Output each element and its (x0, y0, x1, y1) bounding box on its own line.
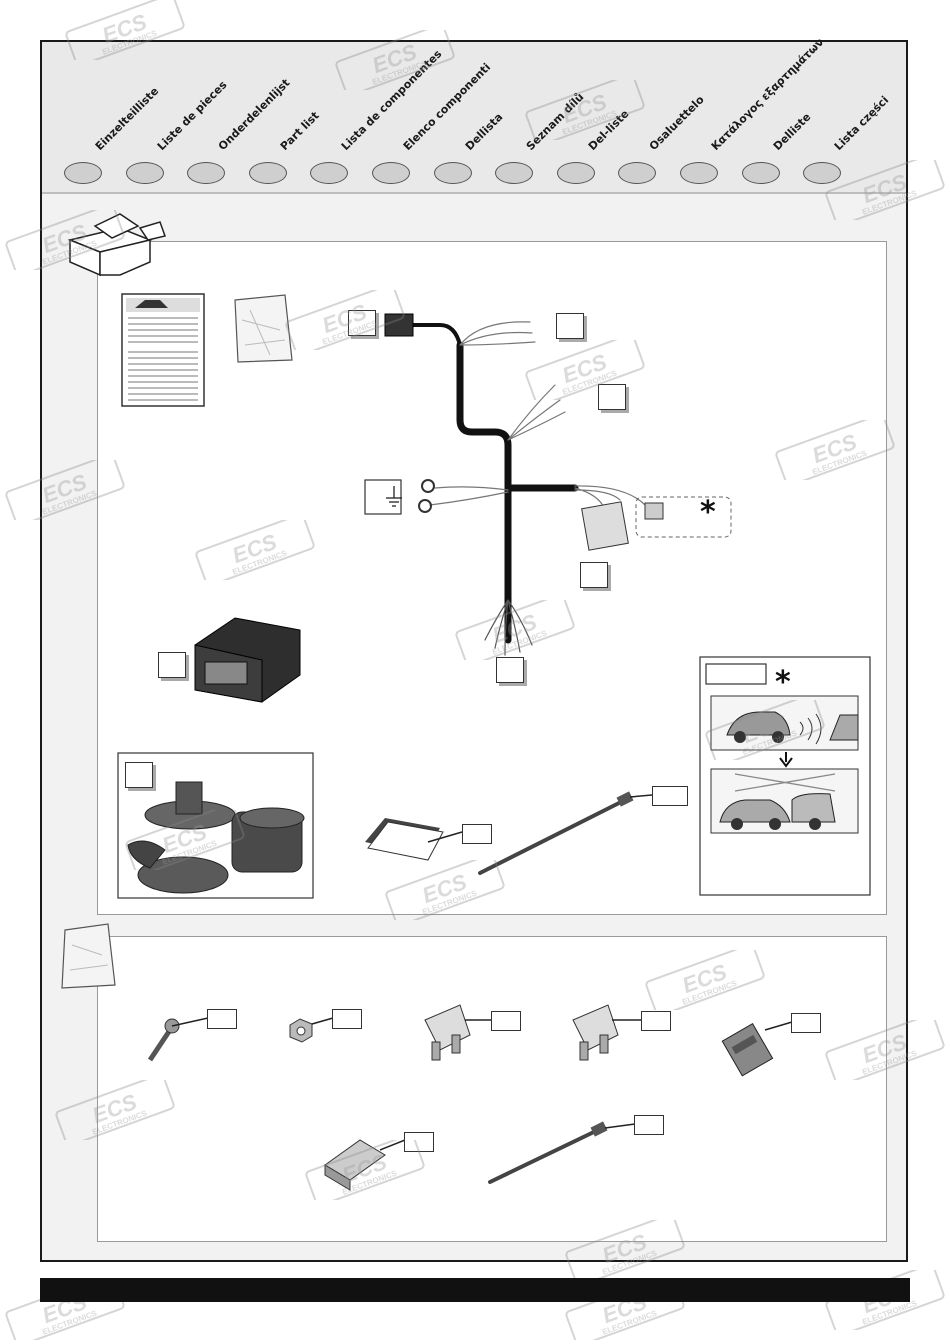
language-checkbox[interactable] (803, 162, 842, 184)
wiring-harness (408, 321, 646, 656)
splice-connector (721, 1022, 774, 1077)
part-number-box (598, 384, 626, 410)
fuse-1 (424, 1004, 471, 1061)
part-tag (491, 1011, 521, 1031)
ground-symbol-icon (364, 479, 402, 515)
language-checkbox[interactable] (680, 162, 718, 184)
asterisk-icon: * (700, 495, 716, 530)
part-number-box (496, 657, 524, 683)
language-checkbox[interactable] (372, 162, 410, 184)
part-number-box (158, 652, 186, 678)
cable-tie-long (478, 798, 627, 875)
part-tag (207, 1009, 237, 1029)
language-checkbox[interactable] (248, 162, 287, 184)
part-tag (791, 1013, 821, 1033)
language-checkbox[interactable] (741, 162, 780, 184)
small-parts-panel (97, 936, 887, 1242)
part-number-box (125, 762, 153, 788)
instruction-booklet-icon (121, 293, 205, 407)
part-tag (332, 1009, 362, 1029)
part-number-box (580, 562, 608, 588)
wire-connector (324, 1139, 386, 1191)
footer-bar (40, 1278, 910, 1302)
part-tag (404, 1132, 434, 1152)
svg-text:*: * (775, 665, 791, 700)
language-checkbox[interactable] (310, 162, 349, 184)
small-parts-bag-icon (61, 923, 116, 989)
language-checkbox[interactable] (125, 162, 164, 184)
harness-connector (384, 313, 414, 337)
language-checkbox[interactable] (556, 162, 595, 184)
fuse-2 (572, 1004, 619, 1061)
trailer-socket (127, 781, 305, 894)
instruction-sheet (365, 818, 444, 861)
down-arrow-icon (779, 752, 793, 768)
language-checkbox[interactable] (433, 162, 472, 184)
control-module (194, 617, 301, 703)
language-checkbox[interactable] (187, 162, 226, 184)
part-tag (641, 1011, 671, 1031)
socket-connector (581, 501, 629, 551)
language-checkbox[interactable] (618, 162, 657, 184)
box-icon (67, 213, 166, 277)
part-tag (634, 1115, 664, 1135)
language-checkbox[interactable] (495, 162, 534, 184)
language-checkbox[interactable] (64, 162, 102, 184)
part-tag (652, 786, 688, 806)
part-number-box (556, 313, 584, 339)
bag-icon (234, 294, 293, 363)
part-number-box (348, 310, 376, 336)
part-tag (462, 824, 492, 844)
cable-tie-short (488, 1128, 600, 1184)
